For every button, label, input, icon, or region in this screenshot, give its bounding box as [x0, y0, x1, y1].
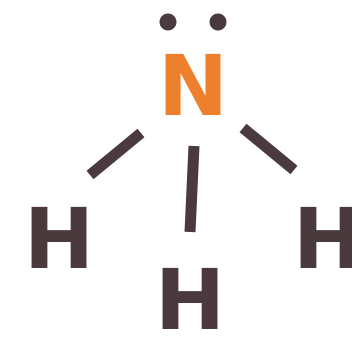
bond-n-h-left: [86, 128, 145, 180]
lone-pair-electron-right: [209, 13, 227, 31]
lone-pair: [159, 13, 227, 31]
bonds: [86, 123, 298, 233]
bond-n-h-center: [184, 145, 200, 233]
hydrogen-atom-left-label: H: [24, 190, 94, 288]
hydrogen-atom-right-label: H: [293, 190, 352, 288]
lone-pair-electron-left: [159, 13, 177, 31]
hydrogen-atom-center-label: H: [155, 251, 225, 338]
bond-n-h-right: [239, 123, 298, 175]
nitrogen-atom-label: N: [158, 37, 228, 135]
